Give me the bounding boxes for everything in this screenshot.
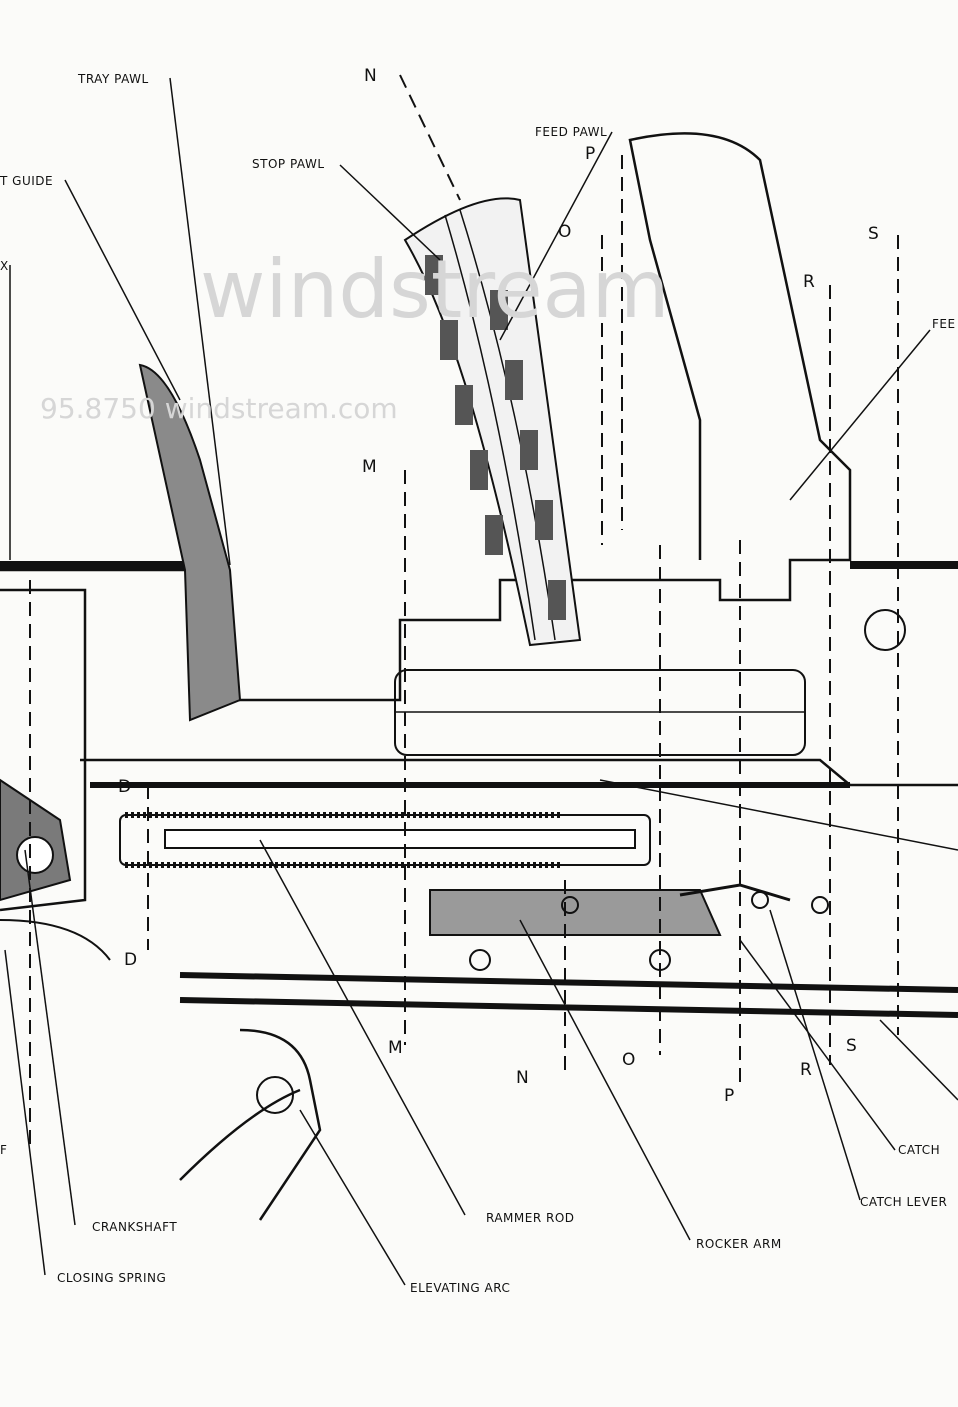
pivot-ring bbox=[864, 609, 906, 651]
section-d-top: D bbox=[118, 777, 132, 797]
section-p-top: P bbox=[585, 144, 596, 164]
bottom-rail bbox=[179, 972, 958, 1018]
watermark-sub: 95.8750 windstream.com bbox=[40, 392, 398, 425]
label-x-partial: X bbox=[0, 259, 9, 273]
section-d-bottom: D bbox=[124, 950, 138, 970]
catch-lever-part bbox=[679, 883, 791, 902]
label-feed-partial: FEE bbox=[932, 317, 956, 331]
label-crankshaft: CRANKSHAFT bbox=[92, 1220, 178, 1234]
label-closing-spring: CLOSING SPRING bbox=[57, 1271, 167, 1285]
section-n-bottom: N bbox=[516, 1068, 529, 1088]
frame-rail bbox=[80, 758, 958, 787]
receiver-housing bbox=[0, 132, 852, 702]
section-m-top: M bbox=[362, 457, 377, 477]
tray bbox=[138, 363, 242, 722]
label-f-partial: F bbox=[0, 1143, 8, 1157]
cartridge-links bbox=[425, 255, 566, 620]
section-r-bottom: R bbox=[800, 1060, 812, 1080]
section-s-bottom: S bbox=[846, 1036, 857, 1056]
watermark-main: windstream bbox=[200, 243, 670, 336]
section-p-bottom: P bbox=[724, 1086, 735, 1106]
label-feed-pawl: FEED PAWL bbox=[535, 125, 608, 139]
label-catch: CATCH bbox=[898, 1143, 941, 1157]
section-r-top: R bbox=[803, 272, 815, 292]
label-stop-pawl: STOP PAWL bbox=[252, 157, 325, 171]
label-catch-lever: CATCH LEVER bbox=[860, 1195, 948, 1209]
rocker-arm-part bbox=[429, 889, 722, 936]
crankshaft-gear bbox=[16, 836, 54, 874]
section-o-bottom: O bbox=[622, 1050, 636, 1070]
section-m-bottom: M bbox=[388, 1038, 403, 1058]
label-tray-pawl: TRAY PAWL bbox=[78, 72, 149, 86]
section-o-top: O bbox=[558, 222, 572, 242]
spring-coils bbox=[125, 812, 560, 868]
leader-lines bbox=[4, 77, 958, 1286]
section-s-top: S bbox=[868, 224, 879, 244]
elevating-bracket bbox=[179, 1028, 322, 1221]
label-elevating-arc: ELEVATING ARC bbox=[410, 1281, 511, 1295]
label-rammer-rod: RAMMER ROD bbox=[486, 1211, 575, 1225]
crank-housing bbox=[0, 588, 87, 912]
label-rocker-arm: ROCKER ARM bbox=[696, 1237, 782, 1251]
elevating-arc-part bbox=[0, 919, 111, 961]
label-guide: T GUIDE bbox=[0, 174, 54, 188]
section-n-top: N bbox=[364, 66, 377, 86]
